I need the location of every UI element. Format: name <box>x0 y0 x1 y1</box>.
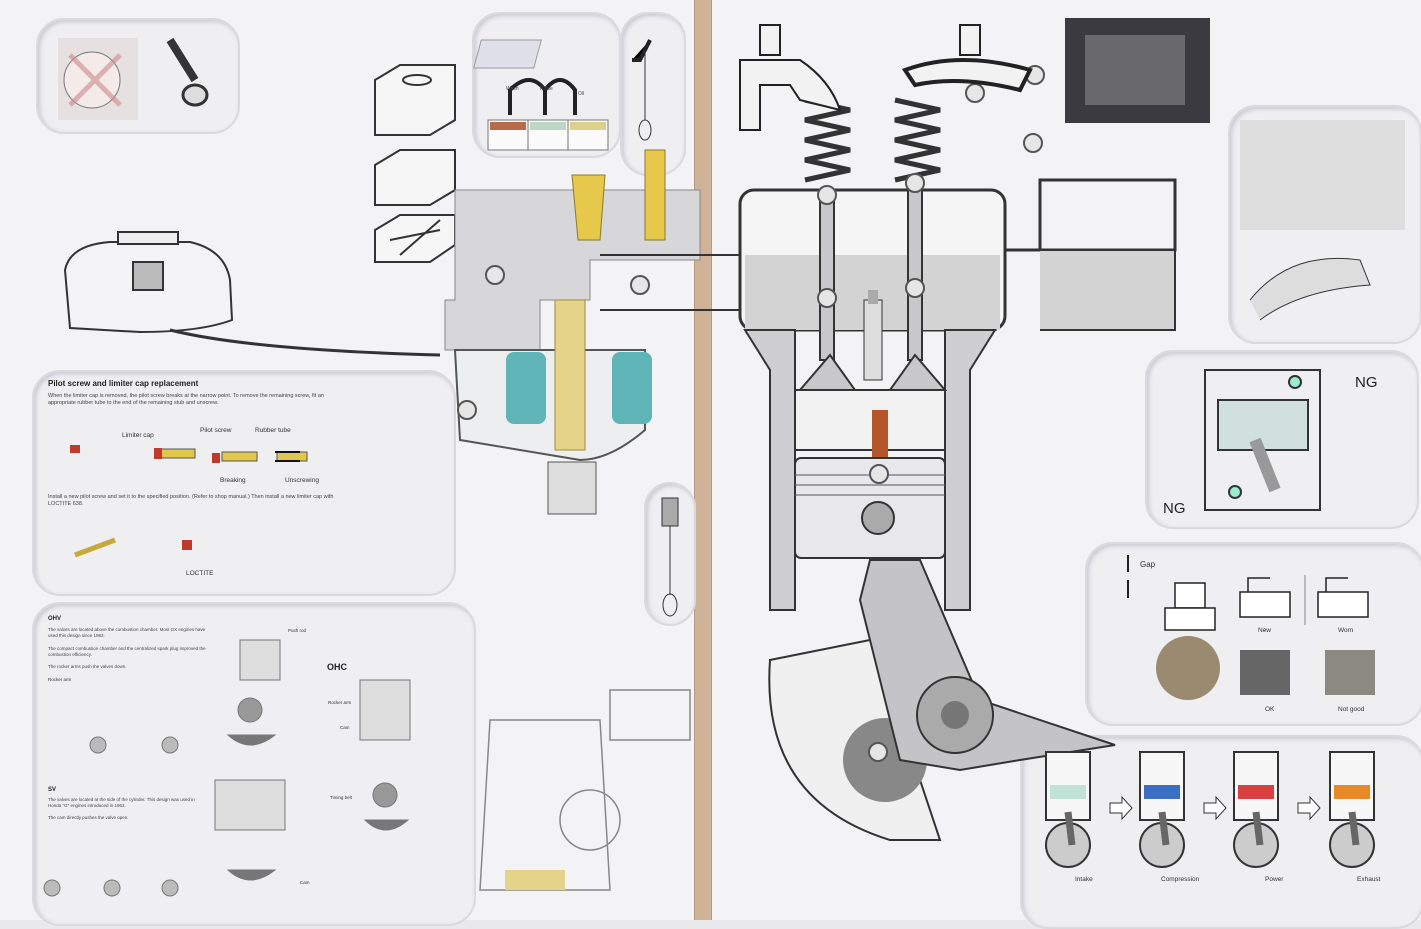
stroke-rod <box>1064 811 1076 846</box>
filter-hand-drawing <box>1249 257 1371 321</box>
grommets-left <box>457 265 650 420</box>
fuel-tank <box>63 231 441 357</box>
stroke-label-exhaust: Exhaust <box>1357 876 1381 883</box>
stroke-arrow-icon <box>1109 795 1133 821</box>
spark-plug-card <box>1085 542 1421 726</box>
fuel-bowl-left <box>506 352 546 424</box>
worn-label: Worn <box>1338 627 1354 634</box>
spark-plug <box>863 290 883 381</box>
stroke-rod <box>1158 811 1170 846</box>
oil-label: Oil <box>578 91 584 97</box>
ok-label: OK <box>1265 706 1275 713</box>
intake-port <box>600 254 740 311</box>
pilot-screw-intro: When the limiter cap is removed, the pil… <box>48 393 324 407</box>
piston-ring-diagram <box>1204 369 1321 511</box>
not-good-label: Not good <box>1338 706 1365 713</box>
valve-type-drawings <box>43 639 411 897</box>
sv-title: SV <box>48 787 57 793</box>
breaking-label: Breaking <box>220 477 246 484</box>
pilot-jet <box>571 174 606 241</box>
stroke-cylinders <box>1045 751 1375 868</box>
limiter-cap-label: Limiter cap <box>122 432 154 439</box>
fuel-bowl-right <box>612 352 652 424</box>
ohv-line-3: The rocker arms push the valves down. <box>48 664 127 669</box>
ohc-rocker-arm-label: Rocker arm <box>328 700 352 705</box>
rinse-label: Rinse <box>540 86 553 92</box>
main-jet <box>554 299 586 451</box>
stroke-rod <box>1348 811 1360 846</box>
ohc-cam-label: Cam <box>340 725 350 730</box>
ohc-title: OHC <box>327 662 347 672</box>
stroke-gas-fill <box>1238 785 1274 799</box>
connecting-rod <box>858 559 1116 772</box>
connecting-rod-strip <box>872 410 888 460</box>
piston <box>794 457 946 559</box>
rubber-tube-label: Rubber tube <box>255 427 291 434</box>
spark-plug-closeup-photo <box>1156 636 1220 700</box>
stroke-gas-fill <box>1144 785 1180 799</box>
loctite-label: LOCTITE <box>186 570 214 577</box>
float-valve-photo <box>58 38 138 120</box>
ok-plug-photo <box>1240 650 1290 695</box>
new-label: New <box>1258 627 1272 634</box>
stroke-arrow-icon <box>1297 795 1321 821</box>
ohc-timing-belt-label: Timing belt <box>330 795 352 800</box>
gap-label: Gap <box>1140 560 1156 569</box>
ohv-push-rod-label: Push rod <box>288 628 307 633</box>
cylinder-head <box>738 178 1177 332</box>
carburetor <box>444 39 701 617</box>
ng-label-bottom: NG <box>1163 500 1186 517</box>
needle-jet <box>644 149 666 241</box>
air-cleaner-parts <box>374 64 456 263</box>
spark-plug-gap-diagram <box>1127 555 1369 631</box>
ng-label-top: NG <box>1355 374 1378 391</box>
crankshaft <box>768 559 1116 841</box>
pilot-screw-drawings <box>70 445 308 558</box>
air-filter-photo <box>1240 120 1405 230</box>
pilot-screw-install: Install a new pilot screw and set it to … <box>48 494 334 508</box>
stroke-rod <box>1252 811 1264 846</box>
pilot-screw-title: Pilot screw and limiter cap replacement <box>48 379 199 388</box>
pilot-screw-label: Pilot screw <box>200 427 232 434</box>
wash-label: Wash <box>506 86 519 92</box>
sv-line-2: The cam directly pushes the valve open. <box>48 815 129 820</box>
ohv-line-1: The valves are located above the combust… <box>48 627 206 639</box>
ohv-title: OHV <box>48 616 62 622</box>
rocker-arms <box>739 24 1033 131</box>
ohv-rocker-arm-label: Rocker arm <box>48 677 72 682</box>
needle-part-photo <box>166 37 209 107</box>
stroke-arrow-icon <box>1203 795 1227 821</box>
pilot-screw-card <box>32 370 456 596</box>
ohv-line-2: The compact combustion chamber and the c… <box>48 646 206 658</box>
not-good-plug-photo <box>1325 650 1375 695</box>
stroke-label-power: Power <box>1265 876 1284 883</box>
sv-cam-label: Cam <box>300 880 310 885</box>
stroke-label-compression: Compression <box>1161 876 1200 883</box>
stroke-label-intake: Intake <box>1075 876 1093 883</box>
needle-card-top <box>620 12 686 176</box>
cleaning-trays <box>473 39 609 151</box>
grommets-right <box>817 65 1045 762</box>
stroke-gas-fill <box>1334 785 1370 799</box>
engine-cutaway-sketch <box>479 689 691 891</box>
valves <box>797 97 948 391</box>
sv-line-1: The valves are located at the side of th… <box>48 797 195 809</box>
stroke-gas-fill <box>1050 785 1086 799</box>
cylinder-block <box>743 329 997 611</box>
unscrewing-label: Unscrewing <box>285 477 319 484</box>
